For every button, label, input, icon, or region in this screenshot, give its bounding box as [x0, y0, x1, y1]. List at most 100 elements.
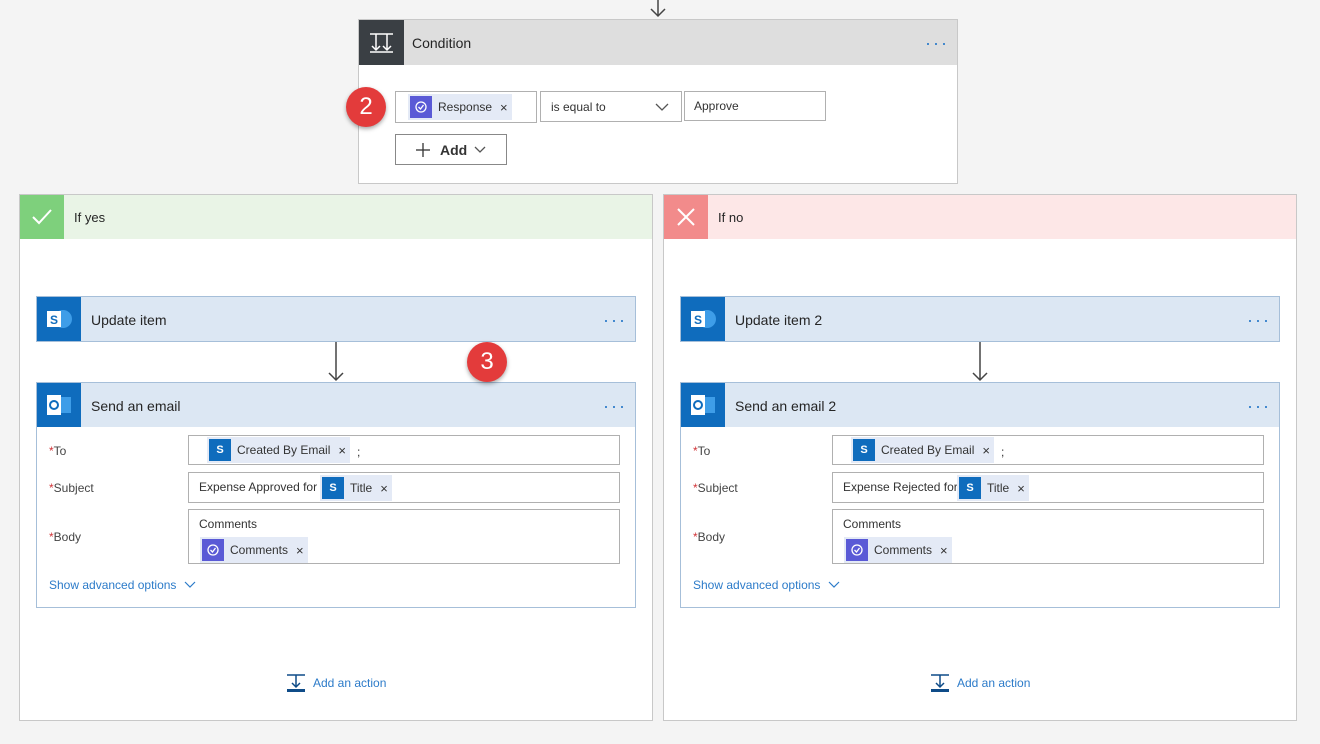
- body-label: *Body: [49, 530, 82, 544]
- to-label: *To: [49, 444, 67, 458]
- branch-yes-header[interactable]: If yes: [20, 195, 652, 239]
- branch-yes: If yes S Update item ··· Send an email ·…: [19, 194, 653, 721]
- branch-no-header[interactable]: If no: [664, 195, 1296, 239]
- operator-select[interactable]: is equal to: [540, 91, 682, 122]
- sharepoint-icon: S: [209, 439, 231, 461]
- add-action-label: Add an action: [957, 676, 1031, 690]
- token-label: Created By Email: [881, 443, 975, 457]
- subject-text: Expense Approved for: [199, 480, 318, 494]
- response-token: Response ×: [408, 94, 512, 120]
- svg-text:S: S: [694, 313, 702, 327]
- checkmark-icon: [20, 195, 64, 239]
- sharepoint-icon: S: [681, 297, 725, 341]
- condition-card: Condition ··· Response × is equal to App…: [358, 19, 958, 184]
- update-item-title: Update item: [91, 312, 167, 328]
- comments-token: Comments ×: [200, 537, 308, 563]
- to-separator: ;: [1001, 445, 1005, 459]
- approval-icon: [846, 539, 868, 561]
- to-separator: ;: [357, 445, 361, 459]
- condition-more-icon[interactable]: ···: [925, 33, 949, 53]
- send-email-2-card: Send an email 2 ··· *To S Created By Ema…: [680, 382, 1280, 608]
- send-email-card: Send an email ··· *To S Created By Email…: [36, 382, 636, 608]
- subject-label: *Subject: [49, 481, 94, 495]
- update-item-2-card[interactable]: S Update item 2 ···: [680, 296, 1280, 342]
- sharepoint-icon: S: [322, 477, 344, 499]
- step-badge-2: 2: [346, 87, 386, 127]
- update-item-card[interactable]: S Update item ···: [36, 296, 636, 342]
- show-advanced-options-link[interactable]: Show advanced options: [693, 578, 840, 592]
- response-token-label: Response: [438, 100, 493, 114]
- sharepoint-icon: S: [37, 297, 81, 341]
- plus-icon: [416, 143, 430, 157]
- add-button-label: Add: [440, 142, 468, 158]
- comments-token: Comments ×: [844, 537, 952, 563]
- subject-text: Expense Rejected for: [843, 480, 958, 494]
- remove-token-icon[interactable]: ×: [982, 442, 990, 458]
- update-item-2-more-icon[interactable]: ···: [1247, 310, 1271, 330]
- sharepoint-icon: S: [959, 477, 981, 499]
- remove-token-icon[interactable]: ×: [296, 542, 304, 558]
- to-field[interactable]: S Created By Email × ;: [832, 435, 1264, 465]
- send-email-title: Send an email: [91, 398, 181, 414]
- send-email-header[interactable]: Send an email ···: [37, 383, 635, 427]
- condition-value: Approve: [694, 99, 739, 113]
- add-action-icon: [287, 674, 305, 692]
- remove-token-icon[interactable]: ×: [500, 99, 508, 115]
- body-text: Comments: [843, 517, 902, 531]
- remove-token-icon[interactable]: ×: [1017, 480, 1025, 496]
- condition-left-operand[interactable]: Response ×: [395, 91, 537, 123]
- to-field[interactable]: S Created By Email × ;: [188, 435, 620, 465]
- flow-arrow-top: [650, 0, 666, 18]
- send-email-more-icon[interactable]: ···: [603, 396, 627, 416]
- remove-token-icon[interactable]: ×: [338, 442, 346, 458]
- operator-value: is equal to: [551, 100, 606, 114]
- show-advanced-options-link[interactable]: Show advanced options: [49, 578, 196, 592]
- outlook-icon: [681, 383, 725, 427]
- add-action-icon: [931, 674, 949, 692]
- condition-value-input[interactable]: Approve: [684, 91, 826, 121]
- body-field[interactable]: Comments Comments ×: [188, 509, 620, 564]
- add-button[interactable]: Add: [395, 134, 507, 165]
- title-token: S Title ×: [957, 475, 1029, 501]
- token-label: Title: [350, 481, 373, 495]
- flow-arrow: [972, 342, 988, 382]
- send-email-2-title: Send an email 2: [735, 398, 837, 414]
- token-label: Comments: [874, 543, 933, 557]
- flow-arrow: [328, 342, 344, 382]
- token-label: Title: [987, 481, 1010, 495]
- chevron-down-icon: [828, 581, 840, 588]
- subject-field[interactable]: Expense Rejected for S Title ×: [832, 472, 1264, 503]
- add-action-button[interactable]: Add an action: [286, 673, 386, 693]
- created-by-email-token: S Created By Email ×: [851, 437, 994, 463]
- send-email-2-header[interactable]: Send an email 2 ···: [681, 383, 1279, 427]
- approval-icon: [202, 539, 224, 561]
- branch-no-title: If no: [718, 210, 744, 225]
- body-label: *Body: [693, 530, 726, 544]
- sharepoint-icon: S: [853, 439, 875, 461]
- to-label: *To: [693, 444, 711, 458]
- remove-token-icon[interactable]: ×: [380, 480, 388, 496]
- title-token: S Title ×: [320, 475, 392, 501]
- condition-icon: [359, 20, 404, 65]
- condition-title: Condition: [412, 35, 472, 51]
- outlook-icon: [37, 383, 81, 427]
- token-label: Comments: [230, 543, 289, 557]
- subject-label: *Subject: [693, 481, 738, 495]
- add-action-label: Add an action: [313, 676, 387, 690]
- chevron-down-icon: [655, 103, 669, 111]
- step-badge-3: 3: [467, 342, 507, 382]
- branch-no: If no S Update item 2 ··· Send an email …: [663, 194, 1297, 721]
- body-text: Comments: [199, 517, 258, 531]
- remove-token-icon[interactable]: ×: [940, 542, 948, 558]
- update-item-2-title: Update item 2: [735, 312, 823, 328]
- send-email-2-more-icon[interactable]: ···: [1247, 396, 1271, 416]
- subject-field[interactable]: Expense Approved for S Title ×: [188, 472, 620, 503]
- created-by-email-token: S Created By Email ×: [207, 437, 350, 463]
- body-field[interactable]: Comments Comments ×: [832, 509, 1264, 564]
- chevron-down-icon: [184, 581, 196, 588]
- branch-yes-title: If yes: [74, 210, 106, 225]
- update-item-more-icon[interactable]: ···: [603, 310, 627, 330]
- condition-header[interactable]: Condition ···: [359, 20, 957, 65]
- close-icon: [664, 195, 708, 239]
- add-action-button[interactable]: Add an action: [930, 673, 1030, 693]
